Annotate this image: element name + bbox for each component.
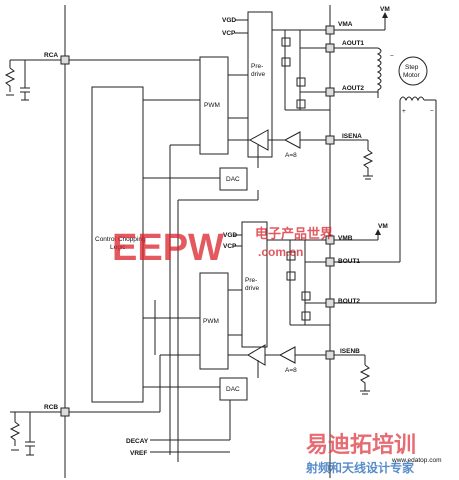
coil-a — [376, 47, 382, 98]
sense-amp-b — [278, 346, 296, 364]
predrive-a-label-1: Pre- — [251, 63, 263, 70]
label-vref: VREF — [130, 450, 147, 457]
label-rcb: RCB — [44, 404, 58, 411]
sense-amp-a — [283, 131, 301, 149]
watermark-bottom-url: www.edatop.com — [391, 457, 442, 464]
label-vcp-a: VCP — [222, 30, 236, 37]
control-logic-block — [91, 86, 144, 403]
label-aout1: AOUT1 — [342, 40, 364, 47]
label-vm-top: VM — [380, 6, 390, 13]
polarity-minus-top: − — [390, 53, 394, 60]
watermark-bottom-cn2: 射频和天线设计专家 — [305, 460, 415, 475]
dac-b-label: DAC — [226, 386, 240, 393]
pwm-b-block — [199, 272, 229, 370]
isena-resistor — [362, 149, 374, 176]
comparator-a — [248, 129, 269, 151]
label-isenb: ISENB — [340, 348, 360, 355]
predrive-a-label-2: drive — [251, 71, 265, 78]
label-bout1: BOUT1 — [338, 258, 360, 265]
rca-resistor — [4, 67, 16, 92]
logic-label-2: Logic — [110, 244, 126, 251]
label-vgd-b: VGD — [223, 232, 237, 239]
pin-bout1 — [325, 257, 335, 267]
comparator-b — [247, 344, 266, 366]
pin-aout2 — [325, 87, 335, 97]
polarity-minus-right: − — [430, 108, 434, 115]
watermark-eepw-url: .com.cn — [258, 245, 303, 259]
pin-bout2 — [325, 298, 335, 308]
label-rca: RCA — [44, 52, 58, 59]
vm-top-arrow-icon — [382, 12, 388, 18]
predrive-b-block — [241, 221, 268, 348]
amp-a-gain: A=8 — [285, 152, 297, 159]
polarity-plus-left: + — [402, 108, 406, 115]
fet-a3 — [296, 77, 306, 87]
label-isena: ISENA — [342, 133, 362, 140]
amp-b-gain: A=8 — [285, 367, 297, 374]
pwm-a-block — [199, 56, 229, 155]
pwm-b-label: PWM — [203, 318, 219, 325]
logic-label-1: Control Chopping — [95, 236, 146, 243]
motor-label-2: Motor — [403, 72, 420, 79]
predrive-b-label-1: Pre- — [245, 277, 257, 284]
pwm-a-label: PWM — [204, 102, 220, 109]
dac-b-block — [219, 377, 248, 401]
label-aout2: AOUT2 — [342, 85, 364, 92]
pin-rcb — [60, 407, 70, 417]
watermark-eepw-cn: 电子产品世界 — [255, 226, 333, 241]
isenb-resistor — [359, 364, 371, 391]
fet-b2 — [286, 271, 296, 281]
label-vmb: VMB — [338, 235, 353, 242]
label-vm-mid: VM — [378, 223, 388, 230]
coil-b — [399, 96, 425, 102]
dac-a-block — [219, 167, 248, 191]
fet-a1 — [281, 37, 291, 47]
fet-a2 — [281, 57, 291, 67]
step-motor — [398, 56, 428, 86]
fet-a4 — [296, 99, 306, 109]
motor-label-1: Step — [405, 64, 419, 71]
pin-isena — [325, 135, 335, 145]
watermark-bottom-cn: 易迪拓培训 — [306, 432, 416, 457]
fet-b1 — [286, 251, 296, 261]
label-vcp-b: VCP — [223, 243, 237, 250]
label-bout2: BOUT2 — [338, 298, 360, 305]
fet-b4 — [301, 311, 311, 321]
pin-isenb — [325, 350, 335, 360]
label-vma: VMA — [338, 21, 353, 28]
label-vgd-a: VGD — [222, 17, 236, 24]
pin-rca — [60, 55, 70, 65]
rcb-resistor — [9, 421, 21, 446]
dac-a-label: DAC — [226, 176, 240, 183]
predrive-b-label-2: drive — [245, 285, 259, 292]
vm-mid-arrow-icon — [375, 229, 381, 235]
pin-aout1 — [325, 43, 335, 53]
pin-vmb — [325, 235, 335, 245]
fet-b3 — [301, 291, 311, 301]
watermark-eepw: EEPW — [112, 227, 224, 269]
predrive-a-block — [247, 11, 273, 158]
label-decay: DECAY — [126, 438, 149, 445]
pin-vma — [325, 25, 335, 35]
